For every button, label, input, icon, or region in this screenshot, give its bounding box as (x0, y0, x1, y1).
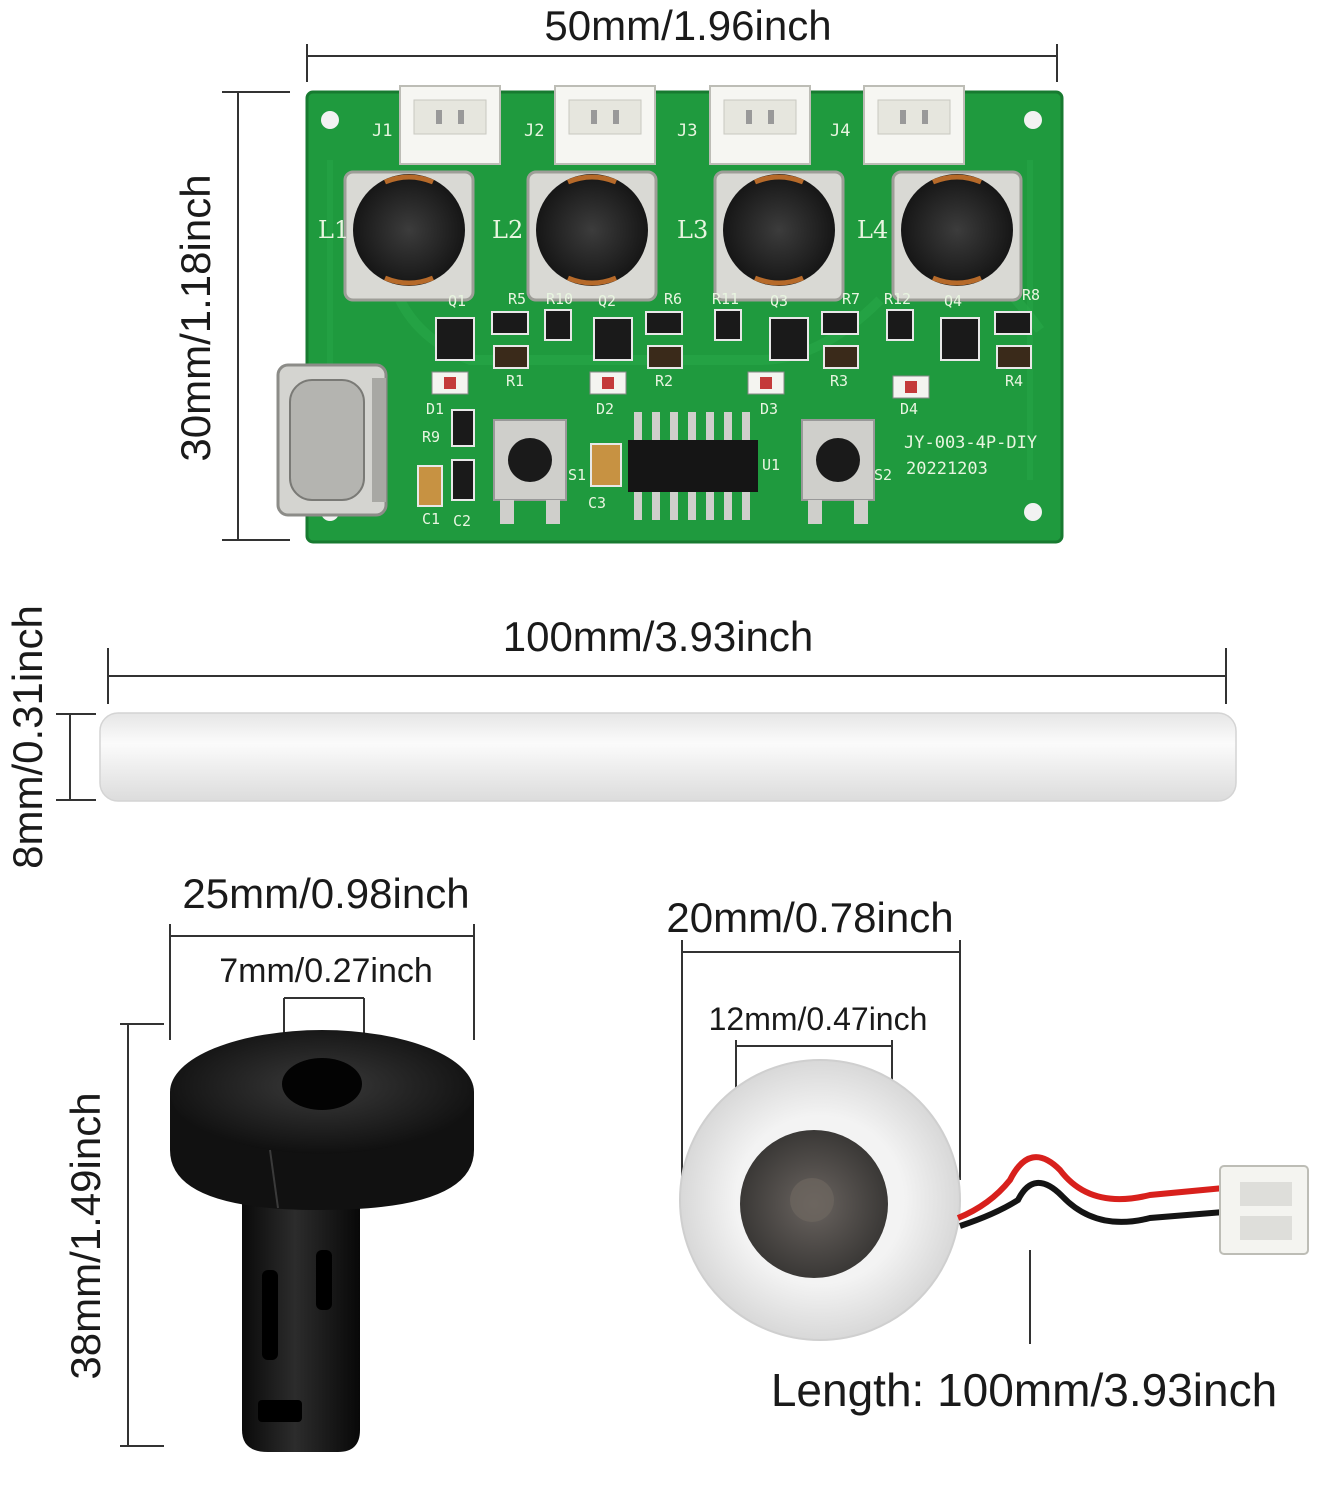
cable-length-label: Length: 100mm/3.93inch (771, 1364, 1277, 1416)
usb-c-port (276, 363, 388, 517)
connector-label: J3 (677, 121, 697, 141)
inductor-l3: L3 (677, 170, 845, 302)
inductor-label: L3 (677, 216, 708, 244)
mount-hole-icon (321, 111, 339, 129)
holder-outer-label: 25mm/0.98inch (182, 870, 469, 917)
resistor-label: R4 (1005, 372, 1023, 390)
resistor-label: R3 (830, 372, 848, 390)
resistor-label: R7 (842, 290, 860, 308)
stick-diameter-label: 8mm/0.31inch (4, 605, 51, 869)
r9-label: R9 (422, 428, 440, 446)
connector-label: J2 (524, 121, 544, 141)
resistor-label: R2 (655, 372, 673, 390)
resistor-label: R11 (712, 290, 739, 308)
led-label: D2 (596, 400, 614, 418)
pcb-board: J1 J2 J3 J4 L1 (276, 85, 1064, 544)
led-label: D3 (760, 400, 778, 418)
resistor-label: R1 (506, 372, 524, 390)
disc-outer-dimension: 20mm/0.78inch (666, 894, 961, 1180)
led-label: D1 (426, 400, 444, 418)
transistor-label: Q1 (448, 292, 466, 310)
switch-s2: S2 (801, 419, 892, 524)
pcb-date-label: 20221203 (906, 459, 988, 479)
mount-hole-icon (1024, 111, 1042, 129)
misc-components: R9 C1 C2 C3 (417, 409, 622, 530)
disc-inner-label: 12mm/0.47inch (709, 1001, 928, 1037)
pcb-width-dimension: 50mm/1.96inch (306, 2, 1058, 82)
switch-label: S1 (568, 466, 586, 484)
connector-j3: J3 (677, 85, 811, 165)
transistor-q2: Q2 (593, 292, 633, 361)
inductor-label: L2 (492, 216, 523, 244)
switch-s1: S1 (493, 419, 586, 524)
resistor-label: R8 (1022, 286, 1040, 304)
resistor-label: R5 (508, 290, 526, 308)
c3-label: C3 (588, 494, 606, 512)
pcb-model-label: JY-003-4P-DIY (904, 433, 1037, 453)
wire-connector (1219, 1165, 1309, 1255)
transistor-q4: Q4 (940, 292, 980, 361)
resistor-label: R6 (664, 290, 682, 308)
stick-length-label: 100mm/3.93inch (503, 613, 814, 660)
pcb-height-label: 30mm/1.18inch (172, 174, 219, 461)
resistor-row-top: R5 R10 R6 R11 R7 R12 R8 (491, 286, 1040, 341)
led-row: D1 D2 D3 D4 (426, 371, 930, 418)
c2-label: C2 (453, 512, 471, 530)
pcb-width-label: 50mm/1.96inch (544, 2, 831, 49)
holder-height-dimension: 38mm/1.49inch (62, 1023, 164, 1447)
holder-outer-dimension: 25mm/0.98inch (169, 870, 475, 1040)
transistor-label: Q2 (598, 292, 616, 310)
connector-j4: J4 (830, 85, 965, 165)
cotton-stick (99, 712, 1237, 802)
transistor-q3: Q3 (769, 292, 809, 361)
resistor-row-bottom: R1 R2 R3 R4 (493, 345, 1032, 390)
switch-label: S2 (874, 466, 892, 484)
transistor-label: Q4 (944, 292, 962, 310)
disc-outer-label: 20mm/0.78inch (666, 894, 953, 941)
c1-label: C1 (422, 510, 440, 528)
disc-wires (956, 1154, 1225, 1229)
holder-inner-label: 7mm/0.27inch (219, 952, 433, 990)
transistor-q1: Q1 (435, 292, 475, 361)
ic-u1: U1 (628, 412, 780, 520)
mount-hole-icon (1024, 503, 1042, 521)
disc-inner-dimension: 12mm/0.47inch (709, 1001, 928, 1210)
holder-height-label: 38mm/1.49inch (62, 1092, 109, 1379)
connector-label: J1 (372, 121, 392, 141)
inductor-label: L4 (857, 216, 888, 244)
holder (170, 1030, 474, 1452)
inductor-l4: L4 (857, 170, 1023, 302)
connector-j1: J1 (372, 85, 501, 165)
atomizer-disc (679, 1059, 961, 1341)
pcb-height-dimension: 30mm/1.18inch (172, 91, 290, 541)
transistor-label: Q3 (770, 292, 788, 310)
inductor-l1: L1 (318, 170, 475, 302)
inductor-l2: L2 (492, 170, 658, 302)
resistor-label: R10 (546, 290, 573, 308)
inductor-label: L1 (318, 216, 349, 244)
cable-length-dimension: Length: 100mm/3.93inch (771, 1250, 1277, 1416)
connector-label: J4 (830, 121, 850, 141)
connector-j2: J2 (524, 85, 656, 165)
resistor-label: R12 (884, 290, 911, 308)
u1-label: U1 (762, 456, 780, 474)
stick-diameter-dimension: 8mm/0.31inch (4, 605, 96, 869)
stick-length-dimension: 100mm/3.93inch (107, 613, 1227, 704)
led-label: D4 (900, 400, 918, 418)
